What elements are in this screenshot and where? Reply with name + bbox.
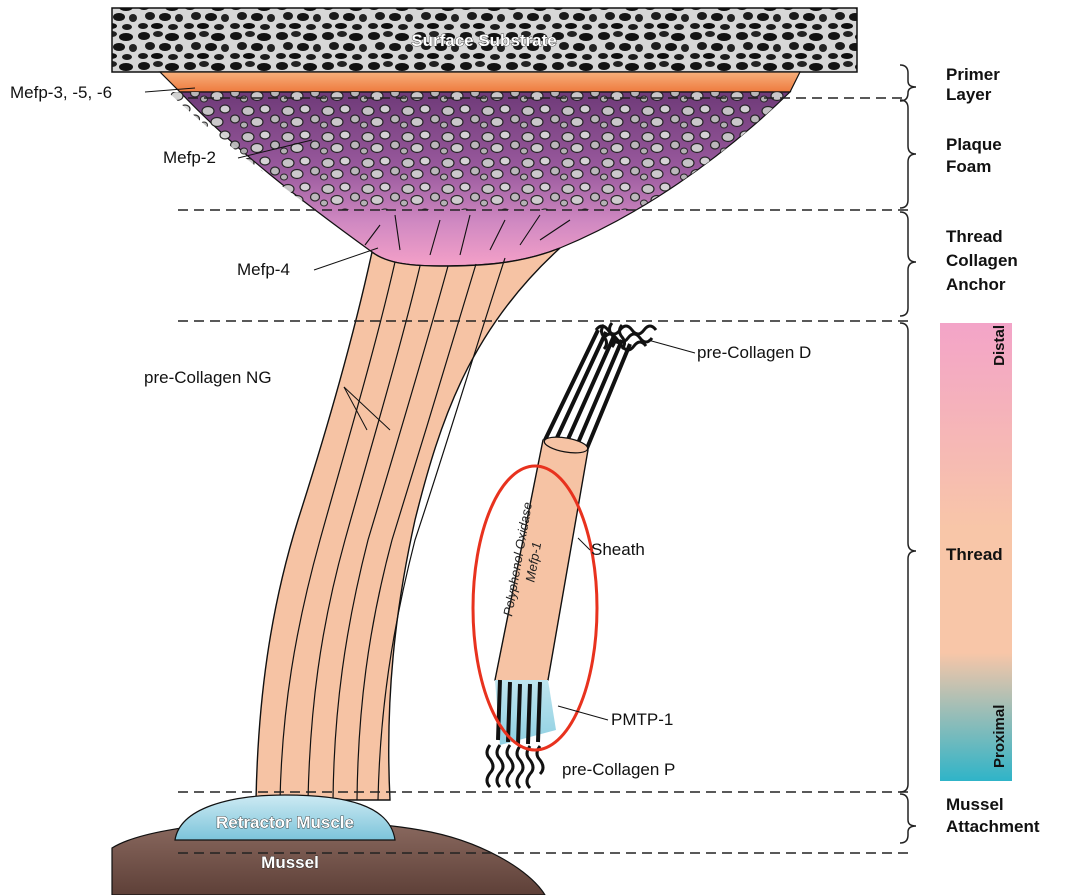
- region-anchor-line1: Thread: [946, 227, 1003, 246]
- retractor-muscle: Retractor Muscle: [175, 795, 395, 840]
- region-plaque-line1: Plaque: [946, 135, 1002, 154]
- region-attachment-line2: Attachment: [946, 817, 1040, 836]
- region-primer-line2: Layer: [946, 85, 992, 104]
- region-plaque-line2: Foam: [946, 157, 991, 176]
- region-thread-line1: Thread: [946, 545, 1003, 564]
- region-primer-line1: Primer: [946, 65, 1000, 84]
- proximal-label: Proximal: [991, 705, 1008, 768]
- label-pre-collagen-d: pre-Collagen D: [697, 343, 811, 362]
- label-mefp-4: Mefp-4: [237, 260, 290, 279]
- region-anchor-line3: Anchor: [946, 275, 1006, 294]
- distal-label: Distal: [991, 325, 1008, 366]
- plaque-foam: [168, 92, 790, 266]
- retractor-muscle-label: Retractor Muscle: [216, 813, 354, 832]
- surface-substrate-label: Surface Substrate: [411, 31, 557, 50]
- region-attachment-line1: Mussel: [946, 795, 1004, 814]
- label-mefp-3-5-6: Mefp-3, -5, -6: [10, 83, 112, 102]
- surface-substrate: Surface Substrate: [112, 8, 857, 72]
- mussel-label: Mussel: [261, 853, 319, 872]
- label-sheath: Sheath: [591, 540, 645, 559]
- label-mefp-2: Mefp-2: [163, 148, 216, 167]
- primer-layer: [160, 72, 800, 92]
- label-pre-collagen-ng: pre-Collagen NG: [144, 368, 272, 387]
- label-pre-collagen-p: pre-Collagen P: [562, 760, 675, 779]
- label-pmtp-1: PMTP-1: [611, 710, 673, 729]
- region-braces: [900, 65, 916, 843]
- region-anchor-line2: Collagen: [946, 251, 1018, 270]
